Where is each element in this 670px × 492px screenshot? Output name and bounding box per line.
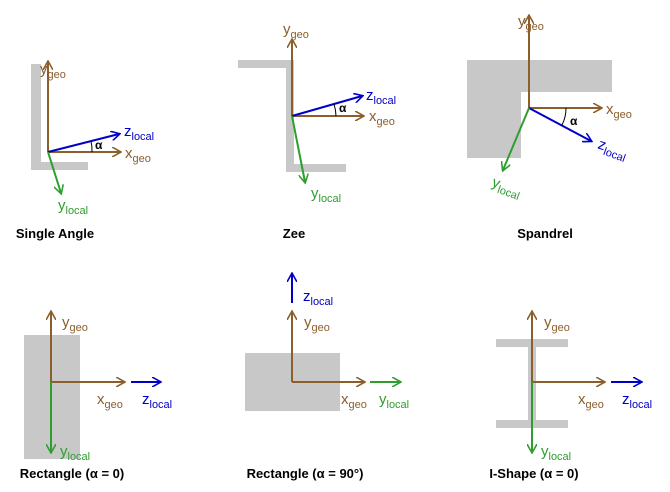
single-angle-ygeo-label: ygeo: [40, 61, 66, 81]
zee-zlocal-label: zlocal: [366, 87, 396, 107]
single-angle-xgeo-label: xgeo: [125, 145, 151, 165]
rect-90-ylocal-label: ylocal: [379, 391, 409, 411]
zee-xgeo-label: xgeo: [369, 108, 395, 128]
single-angle-zlocal-axis: [47, 134, 119, 153]
spandrel-title: Spandrel: [517, 226, 573, 241]
ishape-zlocal-label: zlocal: [622, 391, 652, 411]
rect-90-ygeo-label: ygeo: [304, 314, 330, 334]
panel-rect-0: ygeo xgeo zlocal ylocal Rectangle (α = 0…: [20, 312, 172, 481]
ishape-xgeo-label: xgeo: [578, 391, 604, 411]
spandrel-alpha-arc: [561, 107, 567, 126]
spandrel-ylocal-axis: [503, 107, 530, 170]
rect-0-xgeo-label: xgeo: [97, 391, 123, 411]
spandrel-ygeo-label: ygeo: [518, 13, 544, 33]
spandrel-ylocal-label: ylocal: [489, 174, 524, 203]
panel-zee: α ygeo xgeo zlocal ylocal Zee: [238, 21, 396, 241]
zee-title: Zee: [283, 226, 305, 241]
spandrel-zlocal-label: zlocal: [595, 136, 630, 165]
single-angle-ylocal-axis: [47, 151, 61, 193]
spandrel-zlocal-axis: [528, 107, 591, 141]
ishape-title: I-Shape (α = 0): [489, 466, 578, 481]
zee-alpha-label: α: [339, 101, 347, 115]
ishape-ylocal-label: ylocal: [541, 443, 571, 463]
panel-single-angle: α ygeo xgeo zlocal ylocal Single Angle: [16, 61, 154, 241]
single-angle-section-shape: [31, 64, 88, 170]
zee-ygeo-label: ygeo: [283, 21, 309, 41]
panel-ishape: ygeo xgeo zlocal ylocal I-Shape (α = 0): [489, 312, 652, 481]
single-angle-title: Single Angle: [16, 226, 94, 241]
rect-0-ylocal-label: ylocal: [60, 443, 90, 463]
panel-rect-90: zlocal ygeo xgeo ylocal Rectangle (α = 9…: [245, 274, 409, 481]
zee-alpha-arc: [333, 103, 337, 117]
single-angle-alpha-arc: [90, 140, 93, 153]
rect-90-zlocal-label: zlocal: [303, 288, 333, 308]
spandrel-alpha-label: α: [570, 114, 578, 128]
zee-zlocal-axis: [291, 96, 362, 117]
zee-ylocal-axis: [291, 115, 305, 182]
panel-spandrel: α ygeo xgeo zlocal ylocal Spandrel: [467, 13, 632, 241]
ishape-ygeo-label: ygeo: [544, 314, 570, 334]
single-angle-ylocal-label: ylocal: [58, 197, 88, 217]
single-angle-alpha-label: α: [95, 138, 103, 152]
rect-0-title: Rectangle (α = 0): [20, 466, 124, 481]
rect-90-xgeo-label: xgeo: [341, 391, 367, 411]
rect-0-zlocal-label: zlocal: [142, 391, 172, 411]
spandrel-section-shape: [467, 60, 612, 158]
single-angle-zlocal-label: zlocal: [124, 123, 154, 143]
zee-section-shape: [238, 60, 346, 172]
rect-0-ygeo-label: ygeo: [62, 314, 88, 334]
spandrel-xgeo-label: xgeo: [606, 101, 632, 121]
zee-ylocal-label: ylocal: [311, 185, 341, 205]
rect-90-title: Rectangle (α = 90°): [247, 466, 364, 481]
